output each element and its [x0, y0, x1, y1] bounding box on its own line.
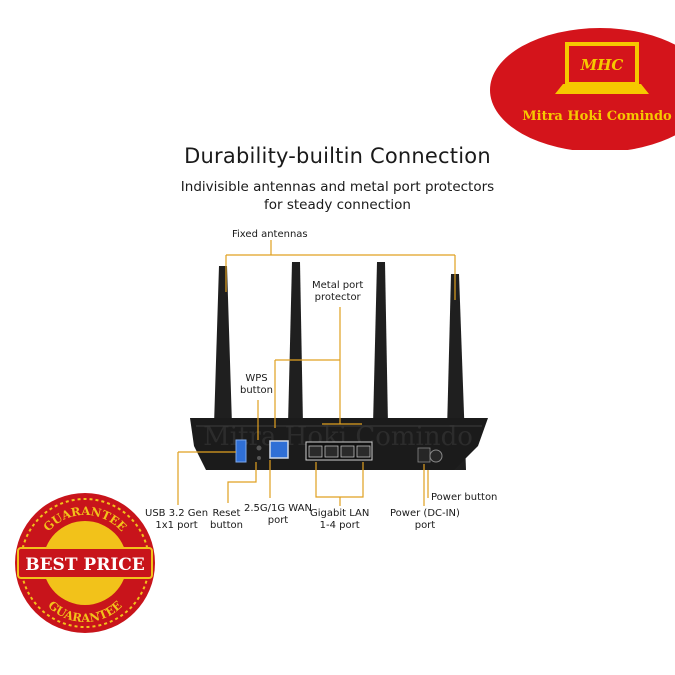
- reset-button: [257, 456, 261, 460]
- label-metal-port-protector: Metal port protector: [312, 280, 364, 303]
- wan-port: [269, 440, 289, 459]
- page-title: Durability-builtin Connection: [184, 144, 491, 168]
- antenna-3: [373, 262, 388, 425]
- subtitle-line-2: for steady connection: [264, 197, 411, 213]
- callout-lines: [177, 240, 456, 506]
- logo-name: Mitra Hoki Comindo: [522, 109, 672, 124]
- label-wps-button: WPS button: [240, 373, 273, 396]
- brand-logo: MHC Mitra Hoki Comindo: [490, 28, 675, 150]
- antenna-2: [288, 262, 303, 425]
- wps-button: [256, 445, 262, 451]
- subtitle-line-1: Indivisible antennas and metal port prot…: [180, 179, 495, 195]
- dc-in-port: [417, 447, 431, 463]
- badge-center-text: BEST PRICE: [25, 555, 145, 575]
- badge-banner: [17, 547, 153, 579]
- lan-port-4: [356, 445, 371, 458]
- logo-monogram: MHC: [580, 56, 624, 74]
- lan-port-2: [324, 445, 339, 458]
- lan-port-1: [308, 445, 323, 458]
- subtitle: Indivisible antennas and metal port prot…: [0, 178, 675, 214]
- line-reset: [227, 462, 257, 503]
- label-usb-port: USB 3.2 Gen 1x1 port: [145, 508, 209, 531]
- line-lan: [315, 462, 364, 506]
- label-power-dc-in: Power (DC-IN) port: [390, 508, 460, 531]
- label-lan-ports: Gigabit LAN 1-4 port: [310, 508, 370, 531]
- best-price-badge: GUARANTEE GUARANTEE BEST PRICE: [15, 493, 155, 633]
- label-power-button: Power button: [431, 492, 498, 503]
- line-metal-protector: [274, 307, 362, 428]
- usb-port: [235, 439, 247, 463]
- label-fixed-antennas: Fixed antennas: [232, 229, 308, 240]
- laptop-icon: [555, 42, 649, 94]
- label-reset-button: Reset button: [210, 508, 243, 531]
- antenna-1: [214, 266, 232, 425]
- power-button: [429, 449, 443, 463]
- lan-port-3: [340, 445, 355, 458]
- label-wan-port: 2.5G/1G WAN port: [244, 503, 312, 526]
- line-usb: [177, 451, 236, 505]
- lan-ports: [305, 441, 373, 461]
